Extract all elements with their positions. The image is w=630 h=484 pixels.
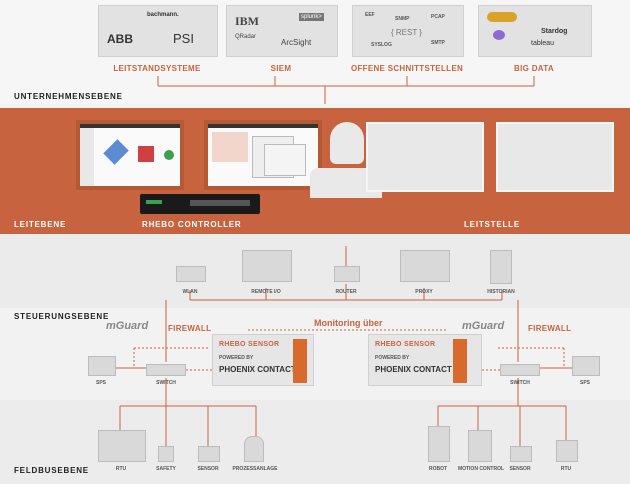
firewall-label-right: FIREWALL	[528, 324, 572, 333]
leitstelle-label: LEITSTELLE	[464, 220, 520, 229]
bigdata-box: Stardog tableau	[478, 5, 592, 57]
historian-device	[490, 250, 512, 284]
router-label: ROUTER	[335, 289, 357, 295]
motion-control-device	[468, 430, 492, 462]
sps-device-left	[88, 356, 116, 376]
scada-screen-1	[366, 122, 484, 192]
rhebo-controller-label: RHEBO CONTROLLER	[142, 220, 242, 229]
mguard-logo-left: mGuard	[106, 320, 149, 332]
sensor-device-field-left	[198, 446, 220, 462]
rtu-device-left	[98, 430, 146, 462]
wlan-label: WLAN	[182, 289, 198, 295]
snmp-label: SNMP	[395, 16, 410, 22]
steuerungsebene-label: STEUERUNGSEBENE	[14, 312, 110, 321]
monitoring-label: Monitoring über	[314, 318, 383, 328]
remote-io-label: REMOTE I/O	[251, 289, 281, 295]
siem-logos-box: IBM splunk> QRadar ArcSight	[226, 5, 338, 57]
syslog-label: SYSLOG	[371, 42, 392, 48]
hadoop-icon	[487, 12, 517, 22]
motion-control-label: MOTION CONTROL	[457, 466, 505, 472]
proxy-label: PROXY	[415, 289, 433, 295]
pcap-label: PCAP	[431, 14, 445, 20]
bigdata-caption: BIG DATA	[514, 64, 554, 73]
rtu-label-left: RTU	[115, 466, 127, 472]
eef-label: EEF	[365, 12, 375, 18]
leitstand-caption: LEITSTANDSYSTEME	[113, 64, 201, 73]
sps-label-right: SPS	[579, 380, 590, 386]
ibm-logo: IBM	[235, 14, 259, 28]
sps-device-right	[572, 356, 600, 376]
powered-by-left: POWERED BY	[219, 355, 254, 361]
network-band	[0, 234, 630, 308]
schnittstellen-box: EEF SNMP PCAP { REST } SYSLOG SMTP	[352, 5, 464, 57]
robot-label: ROBOT	[428, 466, 448, 472]
smtp-label: SMTP	[431, 40, 445, 46]
sensor-title-right: RHEBO SENSOR	[375, 341, 436, 348]
leitstand-logos-box: bachmann. ABB PSI	[98, 5, 218, 57]
phoenix-logo-right: PHOENIX CONTACT	[375, 365, 452, 374]
rhebo-sensor-box-left: RHEBO SENSOR POWERED BY PHOENIX CONTACT	[212, 334, 314, 386]
dashboard-screen-2	[208, 124, 318, 186]
abb-logo: ABB	[107, 32, 133, 46]
psi-logo: PSI	[173, 31, 194, 46]
stardog-logo: Stardog	[541, 28, 568, 35]
tableau-logo: tableau	[531, 40, 554, 47]
powered-by-right: POWERED BY	[375, 355, 410, 361]
phoenix-logo-left: PHOENIX CONTACT	[219, 365, 296, 374]
steuerung-band	[0, 308, 630, 400]
rtu-device-right	[556, 440, 578, 462]
scada-screen-2	[496, 122, 614, 192]
leitebene-label: LEITEBENE	[14, 220, 67, 229]
qradar-logo: QRadar	[235, 34, 257, 40]
sps-label-left: SPS	[95, 380, 106, 386]
proxy-device	[400, 250, 450, 282]
switch-label-left: SWITCH	[156, 380, 176, 386]
feldbusebene-label: FELDBUSEBENE	[14, 466, 89, 475]
mguard-logo-right: mGuard	[462, 320, 505, 332]
safety-device	[158, 446, 174, 462]
prozessanlage-label: PROZESSANLAGE	[232, 466, 278, 472]
robot-device	[428, 426, 450, 462]
historian-label: HISTORIAN	[487, 289, 515, 295]
switch-label-right: SWITCH	[510, 380, 530, 386]
switch-device-left	[146, 364, 186, 376]
sensor-title-left: RHEBO SENSOR	[219, 341, 280, 348]
sensor-label-field-left: SENSOR	[197, 466, 219, 472]
rest-label: { REST }	[391, 28, 422, 37]
bachmann-logo: bachmann.	[147, 12, 179, 18]
rhebo-controller-device	[140, 194, 260, 214]
switch-device-right	[500, 364, 540, 376]
sensor-device-left	[293, 339, 307, 383]
unternehmensebene-label: UNTERNEHMENSEBENE	[14, 92, 123, 101]
sensor-device-right	[453, 339, 467, 383]
sensor-device-field-right	[510, 446, 532, 462]
arcsight-logo: ArcSight	[281, 38, 312, 47]
rtu-label-right: RTU	[560, 466, 572, 472]
firewall-label-left: FIREWALL	[168, 324, 212, 333]
schnittstellen-caption: OFFENE SCHNITTSTELLEN	[350, 64, 464, 73]
elephant-icon	[493, 30, 505, 40]
rhebo-sensor-box-right: RHEBO SENSOR POWERED BY PHOENIX CONTACT	[368, 334, 482, 386]
sensor-label-field-right: SENSOR	[509, 466, 531, 472]
remote-io-device	[242, 250, 292, 282]
siem-caption: SIEM	[270, 64, 292, 73]
prozessanlage-device	[244, 436, 264, 462]
safety-label: SAFETY	[156, 466, 176, 472]
dashboard-screen-1	[80, 124, 180, 186]
splunk-logo: splunk>	[299, 13, 324, 21]
operator-head-icon	[330, 122, 364, 164]
router-device	[334, 266, 360, 282]
wlan-device	[176, 266, 206, 282]
